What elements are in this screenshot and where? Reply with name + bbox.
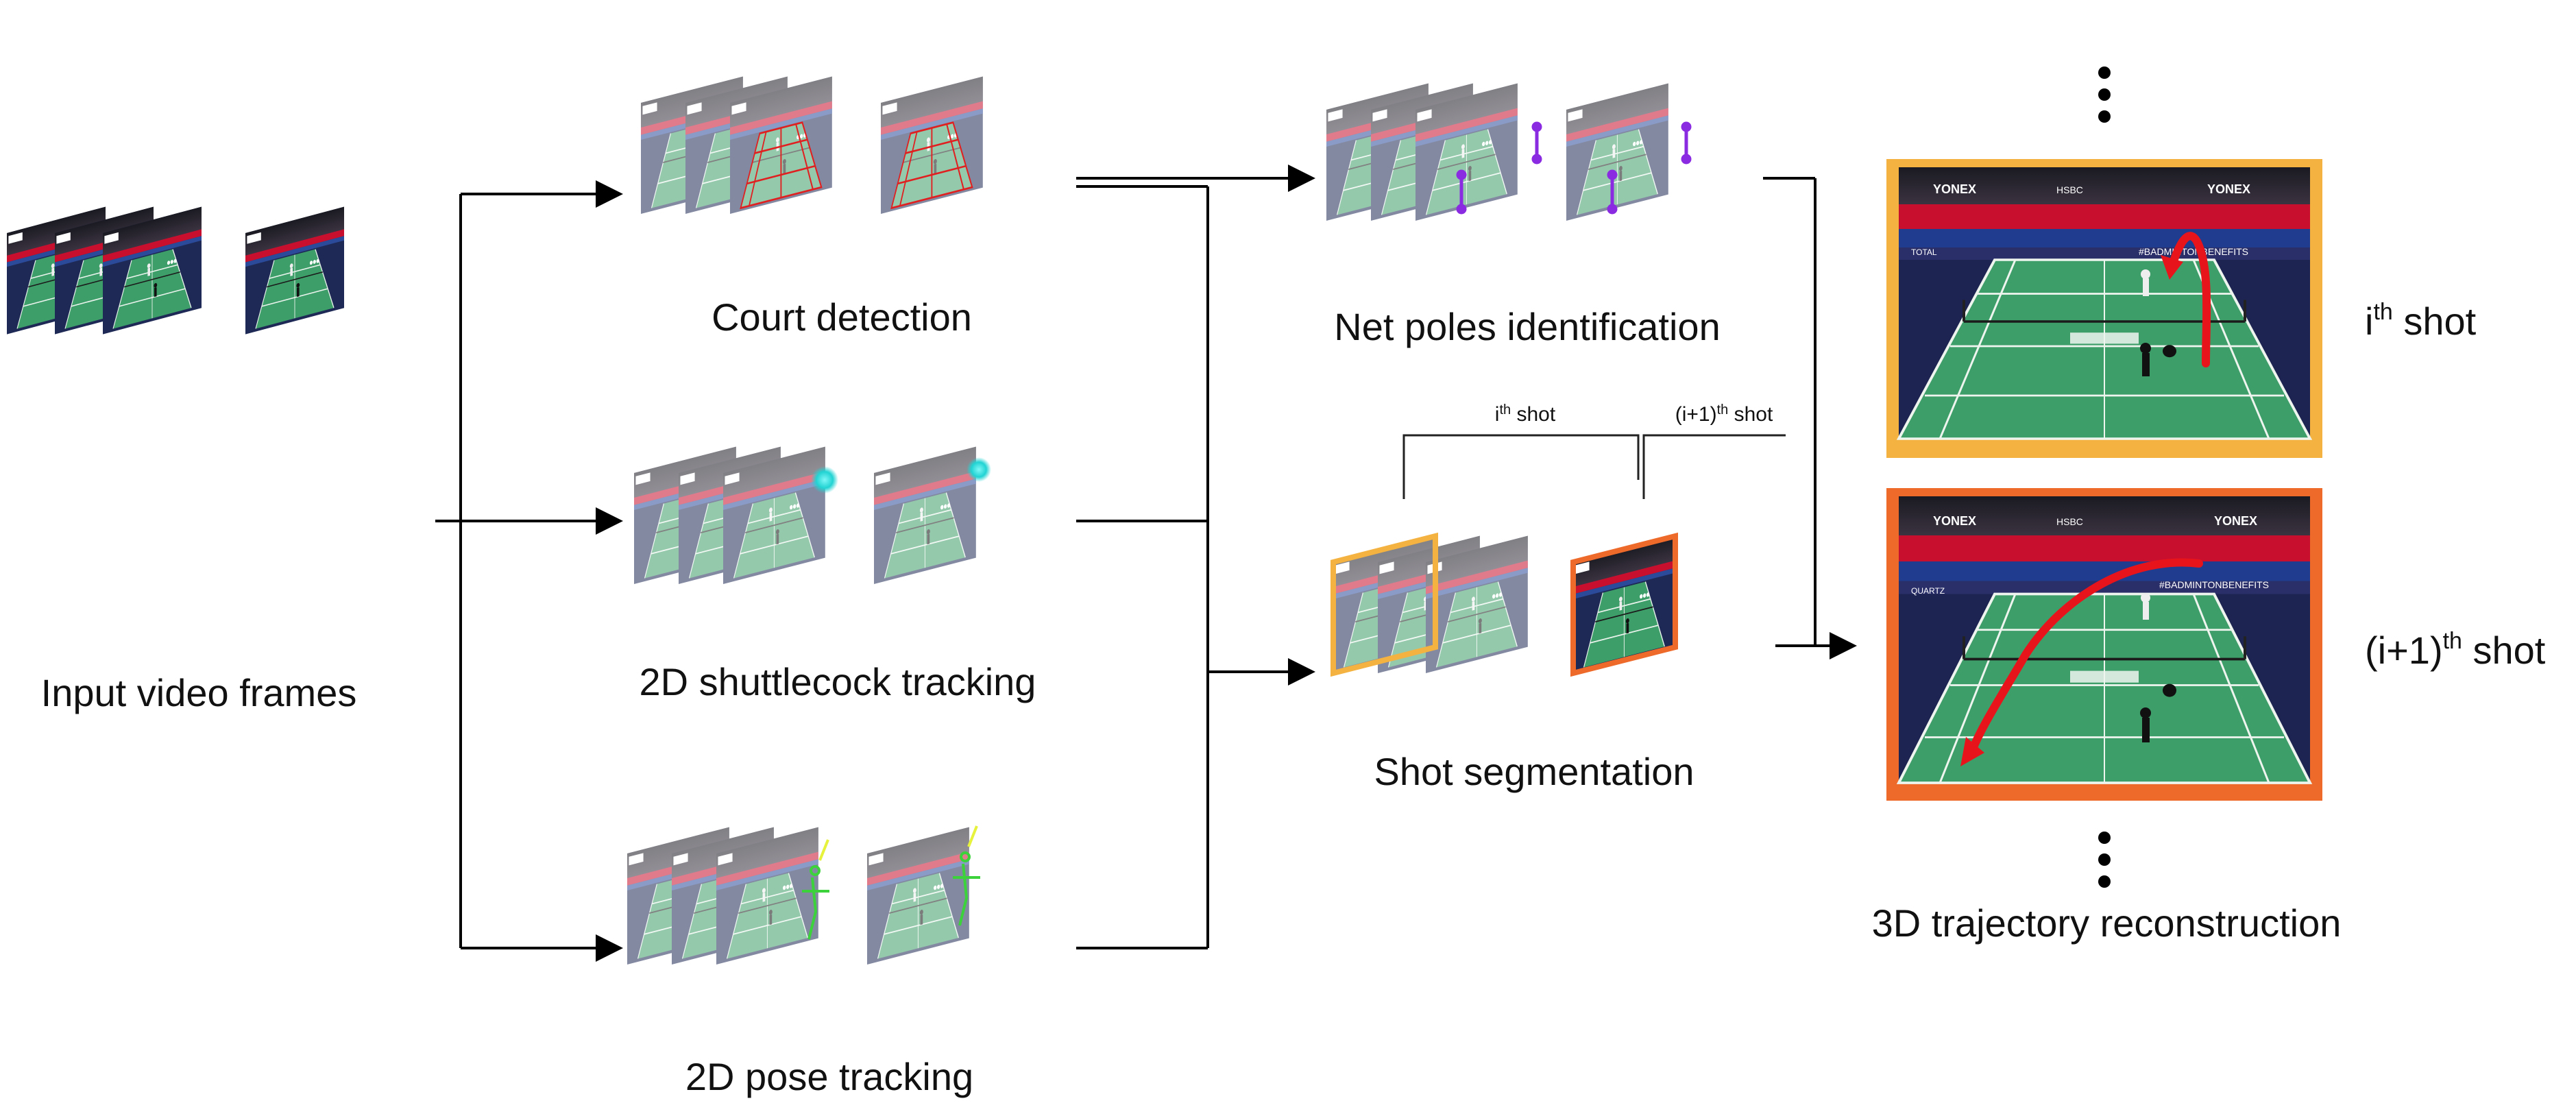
ad-banner-2: #BADMINTONBENEFITS xyxy=(2159,579,2269,590)
ad-yonex-2: YONEX xyxy=(2207,182,2250,196)
bracket-i1th-label: (i+1)th shot xyxy=(1675,402,1773,426)
court-label: Court detection xyxy=(712,295,972,339)
vertical-ellipsis-icon xyxy=(2098,66,2111,123)
ith-shot-label: ith shot xyxy=(2365,299,2477,343)
segmentation-frames-stack xyxy=(1330,532,1678,677)
ith-shot-frame-border xyxy=(1330,532,1438,677)
ith-trajectory xyxy=(2167,232,2211,367)
shuttle-label: 2D shuttlecock tracking xyxy=(640,660,1036,703)
ad-yonex-3: YONEX xyxy=(1933,514,1976,528)
connector-arrows xyxy=(435,165,1857,962)
input-frames-stack xyxy=(6,206,345,335)
segmentation-label: Shot segmentation xyxy=(1374,750,1694,793)
i1th-shot-panel: YONEX HSBC YONEX QUARTZ #BADMINTONBENEFI… xyxy=(1886,488,2322,801)
netpoles-frames-stack xyxy=(1326,82,1669,221)
netpoles-label: Net poles identification xyxy=(1334,305,1720,348)
i1th-trajectory-arrowhead xyxy=(1960,737,1984,766)
i1th-shot-label: (i+1)th shot xyxy=(2365,628,2546,672)
shuttle-marker xyxy=(967,457,991,482)
ad-hsbc: HSBC xyxy=(2056,184,2083,195)
ith-shot-panel: YONEX HSBC YONEX TOTAL #BADMINTONBENEFIT… xyxy=(1886,159,2322,458)
i1th-shot-frame-border xyxy=(1570,532,1678,677)
input-label: Input video frames xyxy=(41,671,357,714)
ad-yonex: YONEX xyxy=(1933,182,1976,196)
ad-total: TOTAL xyxy=(1911,247,1937,257)
pose-skeleton-overlay xyxy=(802,825,980,940)
segmentation-brackets xyxy=(1402,434,1786,499)
bracket-ith-label: ith shot xyxy=(1495,402,1556,426)
vertical-ellipsis-icon xyxy=(2098,832,2111,888)
ad-quartz: QUARTZ xyxy=(1911,586,1945,596)
ith-trajectory-arrowhead xyxy=(2161,255,2183,280)
court-line-overlay xyxy=(740,121,973,210)
ad-banner: #BADMINTONBENEFITS xyxy=(2139,246,2248,257)
pose-label: 2D pose tracking xyxy=(685,1055,973,1098)
reconstruction-label: 3D trajectory reconstruction xyxy=(1872,901,2342,945)
ad-hsbc-2: HSBC xyxy=(2056,516,2083,527)
net-pole-markers xyxy=(1456,121,1692,215)
ad-yonex-4: YONEX xyxy=(2214,514,2257,528)
shuttle-frames-stack xyxy=(633,446,977,585)
i1th-trajectory xyxy=(1967,558,2203,758)
pose-frames-stack xyxy=(627,826,970,965)
shuttle-marker xyxy=(811,466,838,494)
